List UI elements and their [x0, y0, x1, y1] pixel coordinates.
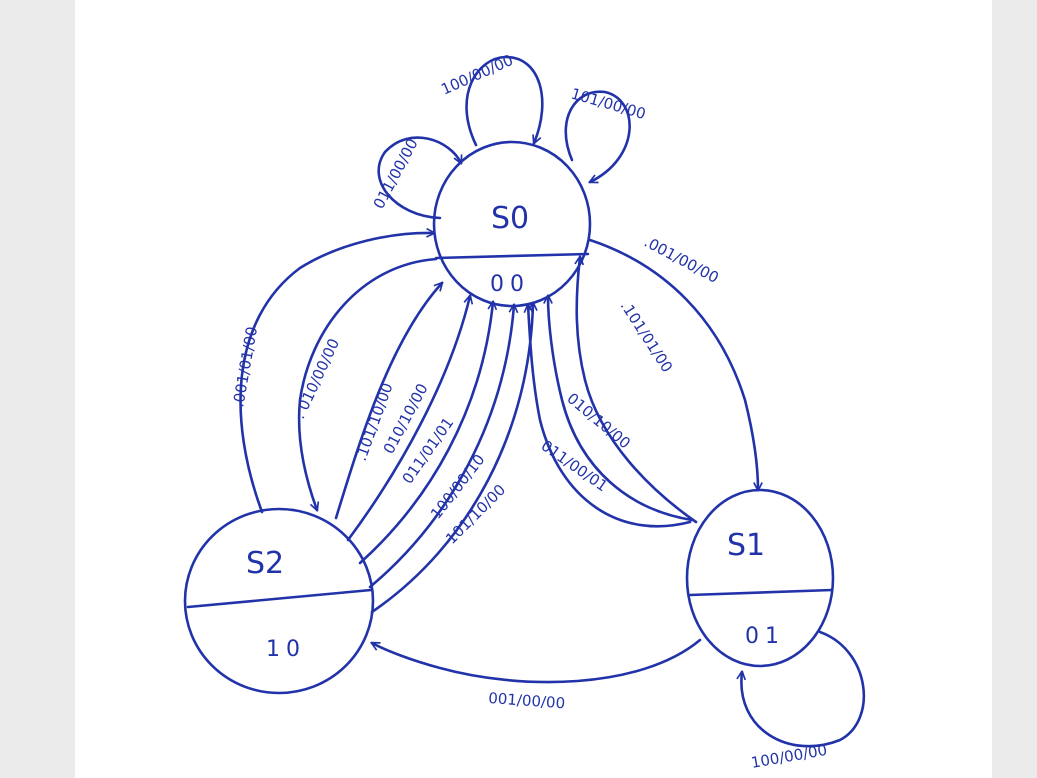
edge-s2-s0-010	[346, 296, 470, 542]
label-s1-s0-011: 011/00/01	[538, 437, 611, 496]
label-s0-self-101: 101/00/00	[569, 85, 648, 124]
state-s0-divider	[434, 252, 590, 260]
edge-s0-self-101	[564, 90, 631, 182]
edge-s1-s0-011	[528, 305, 692, 528]
label-s1-self-100: 100/00/00	[750, 741, 829, 772]
edge-s2-s0-011	[358, 302, 493, 565]
edge-s1-s2-001	[372, 638, 702, 684]
edge-s0-s2-010	[297, 257, 438, 510]
state-s2-name: S2	[246, 546, 284, 581]
state-s1-output: 01	[745, 624, 785, 649]
edge-s0-self-100	[465, 55, 544, 147]
state-s2-circle	[183, 507, 375, 695]
edge-s1-s0-101	[577, 257, 698, 524]
label-s0-self-100: 100/00/00	[438, 51, 516, 99]
state-s2[interactable]	[183, 507, 375, 695]
state-diagram: S0 00 S1 01 S2 10 011/00/00 100/00/00 10…	[183, 51, 865, 772]
edge-s1-self-100	[741, 630, 865, 748]
edge-s0-self-011	[377, 136, 461, 220]
state-s2-output: 10	[266, 637, 306, 662]
edge-s1-s0-010	[548, 296, 694, 522]
label-s0-s1-001: .001/00/00	[641, 233, 722, 287]
label-s0-s2-010: . 010/00/00	[290, 336, 343, 422]
edge-s2-s0-100	[368, 305, 514, 589]
state-s2-divider	[186, 588, 373, 609]
state-s0-name: S0	[491, 201, 529, 236]
edge-s2-s0-101b	[370, 303, 533, 614]
label-s1-s0-010: 010/10/00	[563, 389, 633, 452]
state-s0-output: 00	[490, 272, 530, 297]
label-s0-self-011: 011/00/00	[370, 136, 422, 212]
edge-s0-s1-001	[588, 238, 758, 490]
paper-sheet: S0 00 S1 01 S2 10 011/00/00 100/00/00 10…	[75, 0, 992, 778]
edge-s0-s2-001	[239, 233, 434, 514]
label-s1-s0-101: .101/01/00	[617, 297, 677, 375]
label-s0-s2-001: .001/01/00	[229, 325, 261, 409]
state-s1-divider	[688, 588, 834, 597]
edge-s2-s0-101	[334, 283, 442, 520]
state-s1-name: S1	[727, 528, 765, 563]
label-s1-s2-001: 001/00/00	[488, 689, 566, 712]
